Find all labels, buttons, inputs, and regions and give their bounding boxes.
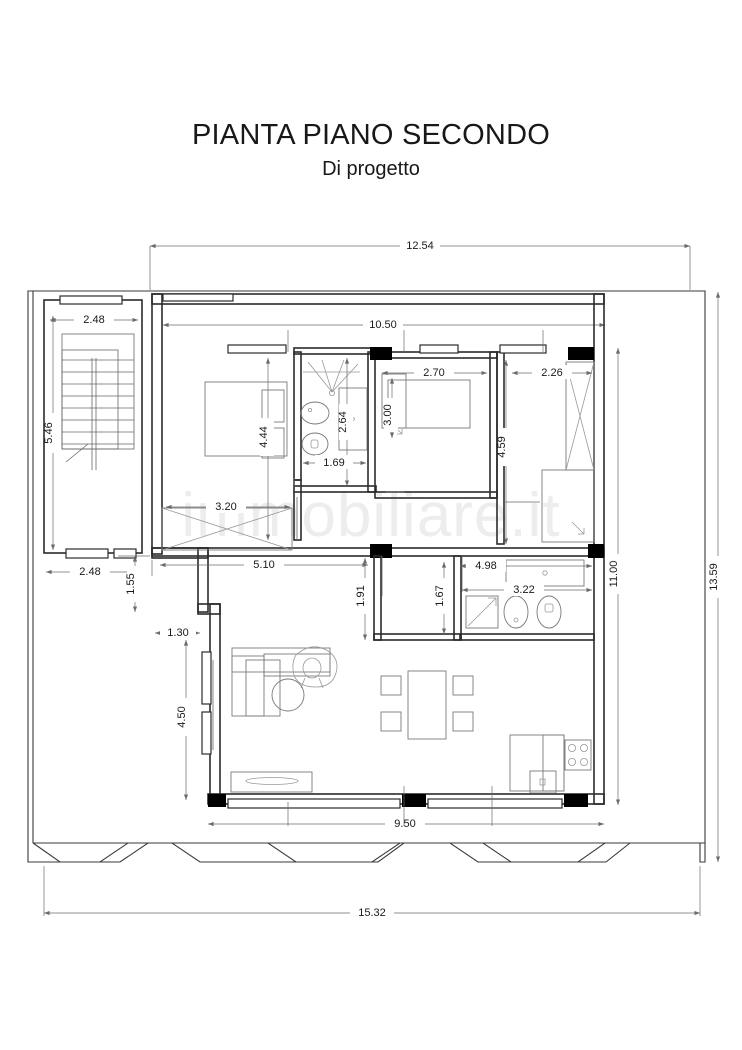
dimension-1-30: 1.30 <box>155 625 200 639</box>
wc <box>536 595 562 629</box>
window-living <box>227 798 401 809</box>
tv-console <box>230 771 313 793</box>
dimension-3-22: 3.22 <box>462 582 592 596</box>
shower-cabin <box>541 469 595 543</box>
dimension-bedroom-span: 5.10 <box>160 557 368 571</box>
dimension-inner-top: 10.50 <box>163 317 605 331</box>
dim-label-4-59: 4.59 <box>496 436 508 457</box>
dim-label-10-50: 10.50 <box>369 319 397 331</box>
dimension-inner-right: 11.00 <box>608 348 624 805</box>
dining-table <box>407 670 447 740</box>
page-subtitle: Di progetto <box>322 158 420 180</box>
cooktop <box>564 739 592 771</box>
dimension-overall-top: 12.54 <box>149 238 691 290</box>
room-living-room <box>201 646 474 793</box>
window-dining <box>427 798 563 809</box>
dimension-bath-width: 1.69 <box>303 455 366 469</box>
dining-chair <box>380 711 402 732</box>
interior-walls-upper <box>151 347 605 557</box>
pillow-left <box>261 389 285 423</box>
dining-chair <box>452 711 474 732</box>
dimension-4-98: 4.98 <box>460 558 592 572</box>
room-stairwell <box>43 295 143 559</box>
dimension-closet-width: 2.26 <box>512 365 592 379</box>
extension-ticks <box>118 330 544 826</box>
dim-label-1-30: 1.30 <box>167 627 188 639</box>
dim-label-2-48-bottom: 2.48 <box>79 566 100 578</box>
dimension-overall-right: 13.59 <box>708 292 724 862</box>
dining-chair <box>452 675 474 696</box>
dimension-bedroom2-bed: 3.00 <box>382 378 398 438</box>
dining-chair <box>380 675 402 696</box>
dimension-4-50: 4.50 <box>176 640 192 800</box>
dim-label-1-67: 1.67 <box>434 585 446 606</box>
bidet <box>503 595 529 629</box>
dim-label-4-44: 4.44 <box>258 426 270 447</box>
dim-label-15-32: 15.32 <box>358 907 386 919</box>
kitchen-worktop <box>542 734 565 792</box>
window-top-left <box>162 293 234 302</box>
dining-table-set <box>380 670 474 740</box>
windows-openings <box>162 293 563 809</box>
dim-label-2-70: 2.70 <box>423 367 444 379</box>
dim-label-2-26: 2.26 <box>541 367 562 379</box>
dim-label-4-50: 4.50 <box>176 706 188 727</box>
room-bedroom-second <box>381 373 471 493</box>
window-closet <box>499 344 547 354</box>
dimension-stair-width-top: 2.48 <box>50 312 138 326</box>
dim-label-3-22: 3.22 <box>513 584 534 596</box>
double-bed <box>204 381 288 457</box>
dim-label-3-20: 3.20 <box>215 501 236 513</box>
window-bedroom <box>227 344 287 354</box>
kitchen-sink <box>529 770 557 794</box>
round-coffee-table <box>271 678 305 712</box>
dim-label-3-00: 3.00 <box>382 404 394 425</box>
wardrobe-master <box>161 507 293 551</box>
dimension-inner-bottom: 9.50 <box>208 816 604 830</box>
dim-label-1-91: 1.91 <box>355 585 367 606</box>
dim-label-12-54: 12.54 <box>406 240 434 252</box>
dim-label-5-10: 5.10 <box>253 559 274 571</box>
dimension-stair-height: 5.46 <box>43 316 59 550</box>
dimension-stair-width-bottom: 2.48 <box>46 564 138 578</box>
window-bedroom2 <box>419 344 459 354</box>
room-closet-wardrobe <box>541 361 595 543</box>
vanity-counter <box>505 559 585 587</box>
dim-label-1-55: 1.55 <box>125 573 137 594</box>
dim-label-4-98: 4.98 <box>475 560 496 572</box>
sofa-l-shape <box>231 647 331 717</box>
toilet <box>301 432 329 456</box>
title-block: PIANTA PIANO SECONDO Di progetto <box>0 118 742 182</box>
dimension-bedroom-width: 3.20 <box>166 499 290 513</box>
dimension-1-67: 1.67 <box>434 562 450 634</box>
dimension-4-59: 4.59 <box>496 360 512 544</box>
room-bedroom-master <box>161 381 295 551</box>
zone-corridor-service <box>373 555 595 641</box>
room-bathroom-main <box>300 359 368 456</box>
stair-treads <box>62 359 134 445</box>
dimension-overall-bottom: 15.32 <box>43 866 701 919</box>
dim-label-2-48-top: 2.48 <box>83 314 104 326</box>
dimension-bedroom-height: 4.44 <box>258 358 274 540</box>
dimension-1-91: 1.91 <box>355 558 371 640</box>
dimension-1-55: 1.55 <box>125 556 141 612</box>
page-title: PIANTA PIANO SECONDO <box>192 119 550 151</box>
shower-fan <box>303 359 360 396</box>
dim-label-5-46: 5.46 <box>43 422 55 443</box>
structural-columns <box>208 347 604 807</box>
dim-label-2-64: 2.64 <box>337 411 349 432</box>
dim-label-11-00: 11.00 <box>608 561 620 588</box>
dim-label-13-59: 13.59 <box>708 563 720 591</box>
dim-label-9-50: 9.50 <box>394 818 415 830</box>
property-boundary <box>27 290 706 863</box>
armchair <box>292 646 338 689</box>
dim-label-1-69: 1.69 <box>323 457 344 469</box>
dimension-bedroom2-width: 2.70 <box>382 365 487 379</box>
room-kitchen <box>509 734 592 794</box>
washbasin <box>300 401 330 425</box>
single-bed <box>387 379 471 429</box>
